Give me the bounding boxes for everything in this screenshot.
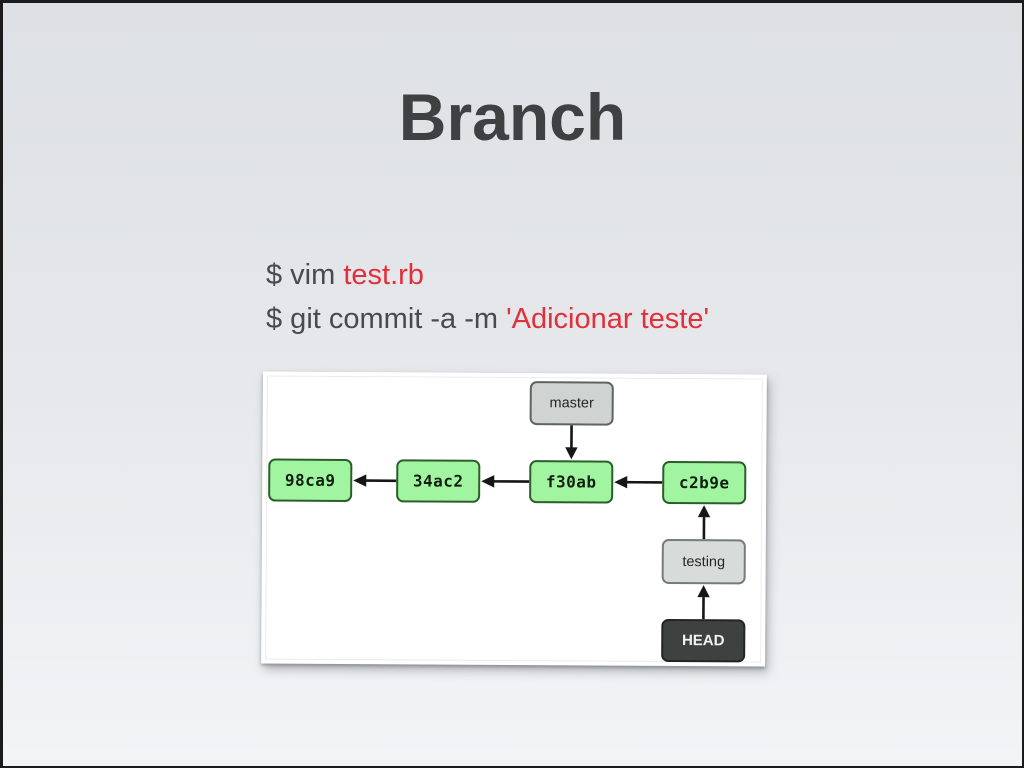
command-text: $ vim (266, 259, 344, 291)
git-diagram-panel: 98ca9 34ac2 f30ab c2b9e master testing H… (261, 371, 767, 667)
command-argument-highlight: 'Adicionar teste' (506, 303, 709, 335)
slide-title: Branch (398, 80, 627, 154)
head-pointer-node: HEAD (661, 618, 746, 663)
command-argument-highlight: test.rb (343, 259, 424, 291)
branch-node-master: master (529, 381, 614, 426)
terminal-commands: $ vim test.rb $ git commit -a -m 'Adicio… (266, 253, 709, 341)
commit-node-f30ab: f30ab (529, 460, 614, 504)
command-line-commit: $ git commit -a -m 'Adicionar teste' (266, 297, 709, 341)
command-text: $ git commit -a -m (266, 303, 507, 335)
diagram-arrows (353, 425, 711, 620)
commit-node-98ca9: 98ca9 (268, 458, 353, 503)
commit-node-34ac2: 34ac2 (396, 459, 481, 503)
branch-node-testing: testing (661, 538, 746, 585)
command-line-vim: $ vim test.rb (266, 253, 709, 297)
commit-node-c2b9e: c2b9e (662, 460, 747, 505)
